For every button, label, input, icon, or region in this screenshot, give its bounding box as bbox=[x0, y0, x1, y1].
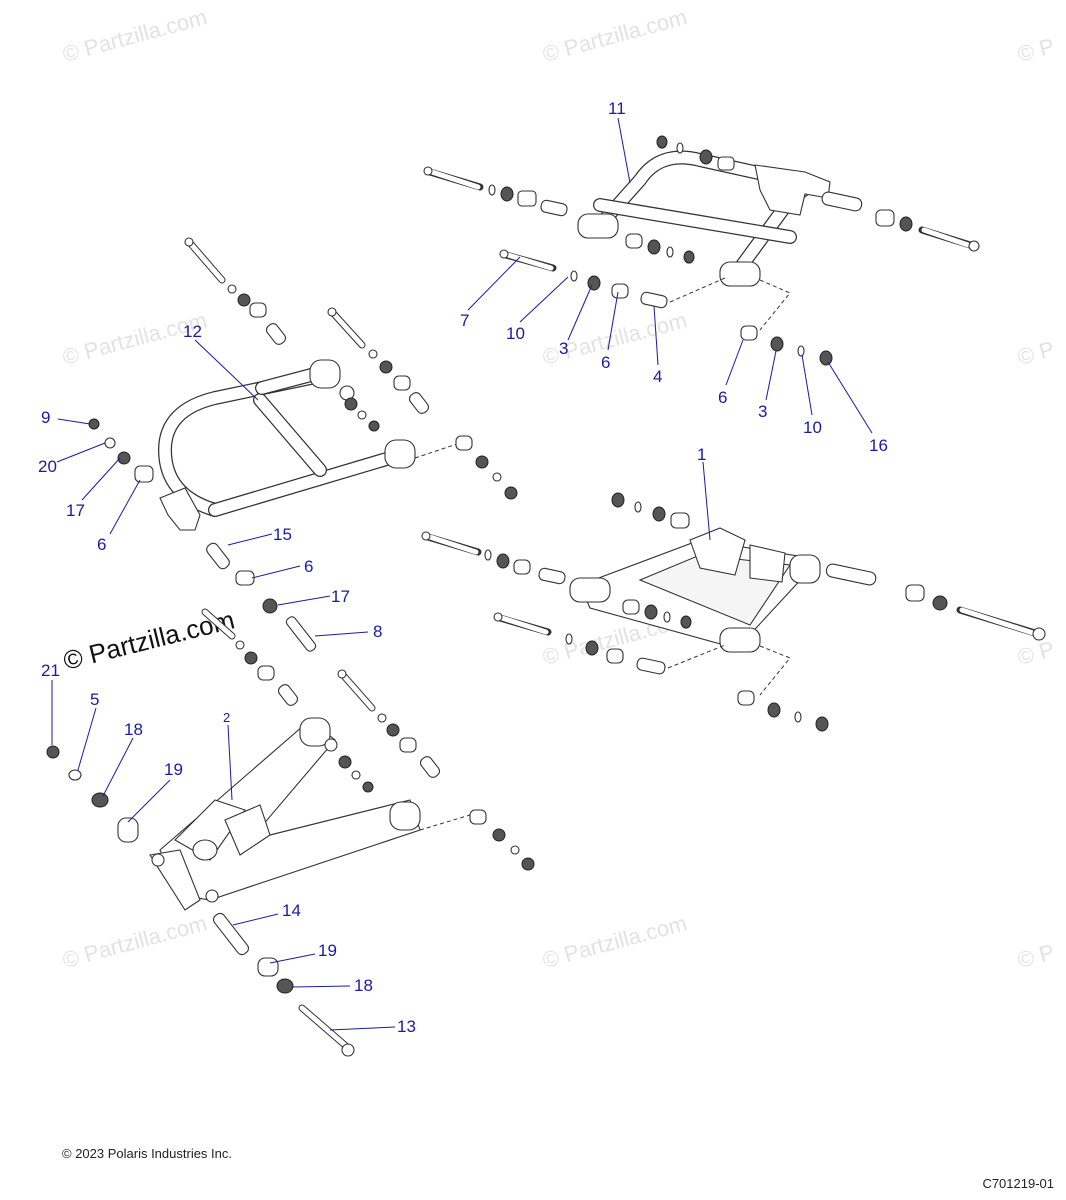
callout-8: 8 bbox=[373, 622, 382, 641]
callout-14: 14 bbox=[282, 901, 301, 920]
callout-10: 10 bbox=[506, 324, 525, 343]
callout-4: 4 bbox=[653, 367, 662, 386]
callout-1: 1 bbox=[697, 445, 706, 464]
watermark: © Partzilla.com bbox=[60, 4, 210, 67]
lower-control-arm-front bbox=[46, 608, 535, 1057]
callout-13: 13 bbox=[397, 1017, 416, 1036]
callout-18: 18 bbox=[124, 720, 143, 739]
callout-6: 6 bbox=[601, 353, 610, 372]
watermark: © Partzilla.com bbox=[540, 4, 690, 67]
watermark: © P bbox=[1015, 939, 1057, 973]
watermark: © P bbox=[1015, 336, 1057, 370]
callout-7: 7 bbox=[460, 311, 469, 330]
callout-6: 6 bbox=[718, 388, 727, 407]
callout-10: 10 bbox=[803, 418, 822, 437]
lower-control-arm-rear bbox=[421, 492, 1046, 732]
callout-19: 19 bbox=[318, 941, 337, 960]
callout-2: 2 bbox=[223, 710, 230, 725]
callout-12: 12 bbox=[183, 322, 202, 341]
callout-3: 3 bbox=[758, 402, 767, 421]
callouts: 11 12 7 10 3 6 4 6 3 10 16 9 20 17 6 15 … bbox=[38, 99, 888, 1036]
callout-17: 17 bbox=[66, 501, 85, 520]
callout-leaders bbox=[51, 117, 873, 1031]
diagram-id: C701219-01 bbox=[982, 1176, 1054, 1191]
callout-5: 5 bbox=[90, 690, 99, 709]
callout-18: 18 bbox=[354, 976, 373, 995]
callout-11: 11 bbox=[608, 99, 626, 118]
watermark: © Partzilla.com bbox=[540, 910, 690, 973]
callout-9: 9 bbox=[41, 408, 50, 427]
upper-control-arm-rear bbox=[423, 135, 980, 366]
callout-6: 6 bbox=[97, 535, 106, 554]
callout-17: 17 bbox=[331, 587, 350, 606]
callout-20: 20 bbox=[38, 457, 57, 476]
watermark: © Partzilla.com bbox=[60, 910, 210, 973]
callout-16: 16 bbox=[869, 436, 888, 455]
watermark: © P bbox=[1015, 636, 1057, 670]
watermark: © P bbox=[1015, 33, 1057, 67]
callout-3: 3 bbox=[559, 339, 568, 358]
upper-control-arm-front bbox=[88, 237, 518, 652]
callout-19: 19 bbox=[164, 760, 183, 779]
copyright-notice: © 2023 Polaris Industries Inc. bbox=[62, 1146, 232, 1161]
callout-15: 15 bbox=[273, 525, 292, 544]
callout-6: 6 bbox=[304, 557, 313, 576]
callout-21: 21 bbox=[41, 661, 60, 680]
